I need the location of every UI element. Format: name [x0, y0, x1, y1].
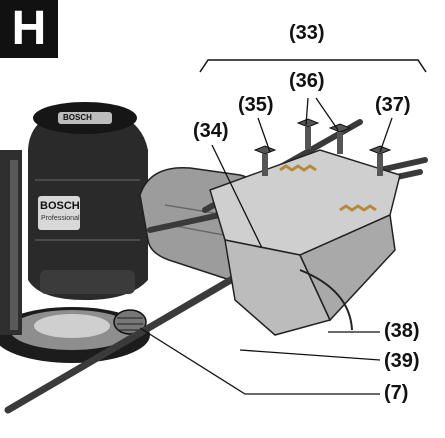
- router-ribs: [35, 179, 140, 241]
- router: [0, 102, 150, 363]
- wing-screw-4: [368, 145, 392, 155]
- callout-37: (37): [375, 94, 411, 116]
- hose-line: [299, 269, 353, 331]
- spring-right: [339, 204, 377, 212]
- callout-33: (33): [289, 22, 325, 44]
- leader-34: [211, 144, 263, 249]
- callout-38: (38): [384, 320, 420, 342]
- jig-side: [299, 213, 396, 322]
- spring-left: [279, 164, 317, 172]
- router-side-rod: [10, 160, 18, 330]
- leader-39: [239, 349, 381, 361]
- dust-jig-body: [209, 149, 401, 336]
- leader-35: [257, 117, 271, 153]
- wing-screw-1: [253, 145, 277, 155]
- router-base-window: [34, 314, 110, 338]
- wing-screw-4-shaft: [377, 154, 383, 176]
- springs: [279, 164, 377, 212]
- leader-36b: [315, 97, 339, 131]
- callout-35: (35): [238, 94, 274, 116]
- wing-screw-3-shaft: [337, 132, 343, 154]
- leader-lines: [139, 97, 393, 395]
- leader-7: [139, 327, 380, 395]
- router-side-logo-text: BOSCH: [40, 200, 80, 212]
- leader-37: [379, 117, 393, 153]
- router-tagline-text: Professional: [41, 215, 80, 222]
- wing-screw-1-shaft: [262, 154, 268, 176]
- router-side-logo-plate: [38, 196, 80, 230]
- callout-34: (34): [193, 120, 229, 142]
- depth-knob: [113, 309, 147, 335]
- figure-letter: H: [11, 2, 47, 55]
- wing-screw-2: [296, 118, 320, 128]
- bracket-33: [199, 59, 427, 73]
- router-collar: [40, 270, 135, 294]
- router-top-logo-text: BOSCH: [63, 113, 92, 122]
- figure-letter-box: H: [0, 0, 58, 58]
- wing-screw-2-shaft: [305, 127, 311, 149]
- router-motor-housing: [28, 108, 148, 300]
- callout-39: (39): [384, 350, 420, 372]
- callout-36: (36): [289, 70, 325, 92]
- router-top-logo-plate: [58, 112, 112, 124]
- leader-36a: [305, 97, 309, 126]
- callout-7: (7): [384, 382, 409, 404]
